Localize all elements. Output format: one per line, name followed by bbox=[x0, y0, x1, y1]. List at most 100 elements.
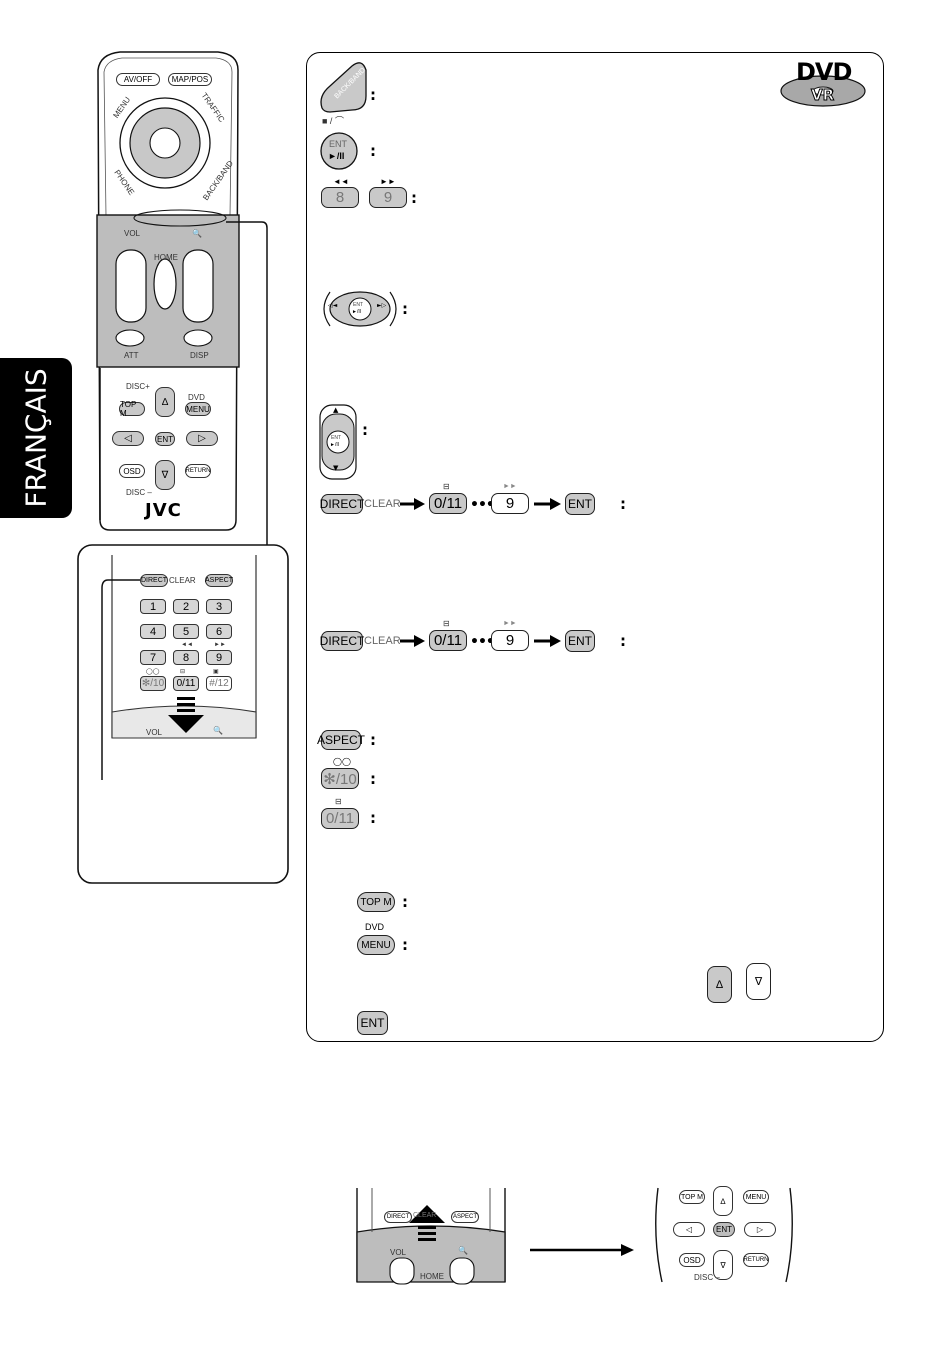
att-label: ATT bbox=[124, 351, 139, 360]
key-0-11[interactable]: 0/11 bbox=[173, 676, 199, 691]
colon-7: : bbox=[620, 632, 626, 650]
left-button[interactable]: ◁ bbox=[112, 431, 144, 446]
colon-5: : bbox=[362, 421, 368, 439]
key-2[interactable]: 2 bbox=[173, 599, 199, 614]
dots-seq2: ••• bbox=[470, 634, 495, 650]
key-8[interactable]: 8 bbox=[173, 650, 199, 665]
key-0-11-seq2[interactable]: 0/11 bbox=[429, 630, 467, 651]
direct-button[interactable]: DIRECT bbox=[140, 574, 168, 587]
ffw-icon-seq1: ►► bbox=[503, 483, 517, 490]
vol-label-lower: VOL bbox=[146, 728, 163, 737]
vr-logo-text: VR bbox=[810, 86, 835, 105]
right-button-bottom[interactable]: ▷ bbox=[744, 1222, 776, 1237]
audio-icon: ◯◯ bbox=[146, 669, 160, 675]
subtitle-icon-seq2: ⊟ bbox=[443, 619, 450, 628]
key-6[interactable]: 6 bbox=[206, 624, 232, 639]
key-star-10[interactable]: ✻/10 bbox=[140, 676, 166, 691]
fast-forward-icon: ►► bbox=[214, 642, 226, 648]
ent-play-key-ent[interactable]: ENT bbox=[329, 139, 347, 149]
up-key[interactable]: ∆ bbox=[707, 966, 732, 1003]
dots-seq1: ••• bbox=[470, 497, 495, 513]
top-m-button-bottom[interactable]: TOP M bbox=[679, 1190, 705, 1204]
clear-label-seq2: CLEAR bbox=[364, 635, 401, 647]
key-3[interactable]: 3 bbox=[206, 599, 232, 614]
nav-ring-v-play[interactable]: ►/II bbox=[330, 442, 340, 448]
key-7[interactable]: 7 bbox=[140, 650, 166, 665]
zoom-icon-bottom: 🔍 bbox=[458, 1246, 468, 1255]
ent-key-seq1[interactable]: ENT bbox=[565, 493, 595, 515]
audio-icon: ◯◯ bbox=[333, 757, 351, 766]
nav-ring-h-play[interactable]: ►/II bbox=[352, 309, 362, 315]
right-button[interactable]: ▷ bbox=[186, 431, 218, 446]
key-9[interactable]: 9 bbox=[206, 650, 232, 665]
vol-label-bottom: VOL bbox=[390, 1248, 407, 1257]
prev-icon: ◁◄ bbox=[328, 302, 338, 309]
aspect-key[interactable]: ASPECT bbox=[317, 730, 365, 750]
colon-9: : bbox=[370, 770, 376, 788]
key-0-11[interactable]: 0/11 bbox=[321, 808, 359, 829]
down-key[interactable]: ∇ bbox=[746, 963, 771, 1000]
av-off-button[interactable]: AV/OFF bbox=[116, 73, 160, 86]
key-5[interactable]: 5 bbox=[173, 624, 199, 639]
key-9[interactable]: 9 bbox=[369, 187, 407, 208]
ent-button[interactable]: ENT bbox=[155, 432, 175, 446]
fast-forward-icon: ►► bbox=[380, 177, 396, 186]
key-0-11-seq1[interactable]: 0/11 bbox=[429, 493, 467, 514]
aspect-button-bottom[interactable]: ASPECT bbox=[451, 1211, 479, 1223]
disc-minus-label: DISC – bbox=[126, 488, 152, 497]
return-button[interactable]: RETURN bbox=[185, 464, 211, 478]
ent-key[interactable]: ENT bbox=[357, 1011, 388, 1035]
colon-10: : bbox=[370, 809, 376, 827]
key-9-seq1[interactable]: 9 bbox=[491, 493, 529, 514]
osd-button-bottom[interactable]: OSD bbox=[679, 1253, 705, 1267]
key-8[interactable]: 8 bbox=[321, 187, 359, 208]
key-9-seq2[interactable]: 9 bbox=[491, 630, 529, 651]
up-button[interactable]: ∆ bbox=[155, 387, 175, 417]
stop-phone-label: ■ / ⌒ bbox=[322, 116, 344, 126]
direct-key-seq2[interactable]: DIRECT bbox=[320, 631, 364, 651]
key-star-10[interactable]: ✻/10 bbox=[321, 768, 359, 789]
rewind-icon: ◄◄ bbox=[181, 642, 193, 648]
direct-button-bottom[interactable]: DIRECT bbox=[384, 1211, 412, 1223]
instruction-panel bbox=[306, 52, 884, 1042]
colon-1: : bbox=[370, 86, 376, 104]
top-m-key[interactable]: TOP M bbox=[357, 892, 395, 912]
ent-button-bottom[interactable]: ENT bbox=[713, 1222, 735, 1237]
left-button-bottom[interactable]: ◁ bbox=[673, 1222, 705, 1237]
nav-ring-h-ent[interactable]: ENT bbox=[353, 302, 363, 308]
aspect-button[interactable]: ASPECT bbox=[205, 574, 233, 587]
home-label: HOME bbox=[154, 253, 178, 262]
map-pos-button[interactable]: MAP/POS bbox=[168, 73, 212, 86]
key-1[interactable]: 1 bbox=[140, 599, 166, 614]
ent-play-key-play[interactable]: ►/II bbox=[328, 151, 345, 161]
return-button-bottom[interactable]: RETURN bbox=[743, 1253, 769, 1267]
osd-button[interactable]: OSD bbox=[119, 464, 145, 478]
down-button-bottom[interactable]: ∇ bbox=[713, 1250, 733, 1280]
menu-button-bottom[interactable]: MENU bbox=[743, 1190, 769, 1204]
dvd-logo-text: DVD bbox=[796, 58, 852, 86]
key-4[interactable]: 4 bbox=[140, 624, 166, 639]
direct-key-seq1[interactable]: DIRECT bbox=[320, 494, 364, 514]
colon-2: : bbox=[370, 142, 376, 160]
menu-key[interactable]: MENU bbox=[357, 935, 395, 955]
menu-button[interactable]: MENU bbox=[185, 402, 211, 416]
clear-label-bottom: CLEAR bbox=[413, 1212, 437, 1219]
up-triangle-icon: ▲ bbox=[333, 406, 339, 414]
subtitle-icon-seq1: ⊟ bbox=[443, 482, 450, 491]
down-button[interactable]: ∇ bbox=[155, 460, 175, 490]
colon-8: : bbox=[370, 731, 376, 749]
ffw-icon-seq2: ►► bbox=[503, 620, 517, 627]
next-icon: ►▷ bbox=[377, 302, 387, 309]
zoom-icon-lower: 🔍 bbox=[213, 726, 223, 735]
top-m-button[interactable]: TOP M bbox=[119, 400, 145, 418]
colon-11: : bbox=[402, 893, 408, 911]
angle-icon: ▣ bbox=[213, 669, 219, 675]
language-tab: FRANÇAIS bbox=[0, 358, 72, 518]
disc-minus-label-bottom: DISC – bbox=[694, 1273, 720, 1282]
disc-plus-label: DISC+ bbox=[126, 382, 150, 391]
nav-ring-v-ent[interactable]: ENT bbox=[331, 435, 341, 441]
colon-6: : bbox=[620, 495, 626, 513]
up-button-bottom[interactable]: ∆ bbox=[713, 1186, 733, 1216]
ent-key-seq2[interactable]: ENT bbox=[565, 630, 595, 652]
key-hash-12[interactable]: #/12 bbox=[206, 676, 232, 691]
